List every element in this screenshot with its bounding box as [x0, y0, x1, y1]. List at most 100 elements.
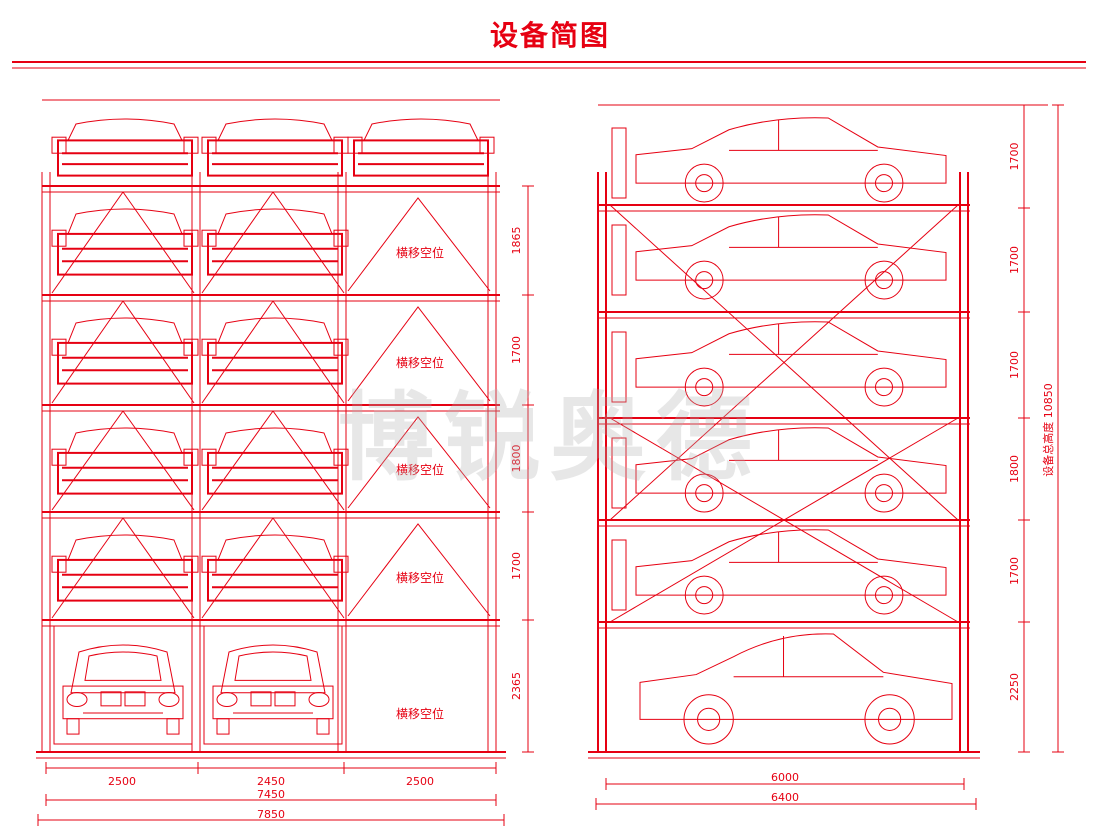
- car-motor-left: [51, 555, 67, 573]
- car-tyre-right: [166, 718, 180, 735]
- car-motor-right: [183, 229, 199, 247]
- side-total-height-label: 设备总高度 10850: [1041, 383, 1055, 477]
- car-motor-right: [333, 555, 349, 573]
- ground-bay-frame: [53, 625, 193, 745]
- front-hdim-label: 2500: [406, 775, 434, 788]
- front-car-level-1: [347, 118, 495, 177]
- lift-cable: [51, 517, 124, 619]
- car-wheel-front: [684, 163, 724, 203]
- car-body-profile: [635, 117, 947, 184]
- side-car-level-1: [635, 117, 947, 203]
- car-wheel-front: [684, 473, 724, 513]
- car-windshield: [84, 651, 162, 681]
- front-car-ground: [62, 644, 184, 735]
- car-platform: [353, 139, 489, 177]
- lift-cable: [122, 517, 195, 619]
- lift-cable: [122, 410, 195, 511]
- car-roof: [363, 118, 479, 141]
- car-tyre-left: [216, 718, 230, 735]
- car-hub-rear: [874, 484, 894, 503]
- car-headlight-left: [66, 692, 88, 708]
- car-roof: [67, 317, 183, 344]
- front-car-level-2: [51, 208, 199, 276]
- car-motor-left: [51, 136, 67, 154]
- car-hub-front: [695, 271, 714, 290]
- car-hub-rear: [874, 378, 894, 397]
- car-motor-left: [51, 229, 67, 247]
- car-hub-rear: [878, 707, 902, 731]
- car-motor-right: [183, 555, 199, 573]
- lift-cable: [272, 517, 345, 619]
- side-car-level-2: [635, 214, 947, 300]
- front-overall-width-label: 7850: [257, 808, 285, 821]
- car-hub-rear: [874, 271, 894, 290]
- car-headlight-right: [158, 692, 180, 708]
- car-motor-left: [201, 136, 217, 154]
- lift-cable: [272, 410, 345, 511]
- empty-slot-truss: [347, 416, 491, 509]
- car-roof: [67, 118, 183, 141]
- car-platform: [207, 341, 343, 385]
- car-platform: [207, 232, 343, 276]
- front-car-level-4: [201, 427, 349, 495]
- car-hub-front: [695, 174, 714, 193]
- car-roof: [217, 118, 333, 141]
- car-grille-right: [274, 691, 296, 707]
- car-motor-left: [201, 229, 217, 247]
- empty-slot-label: 横移空位: [396, 462, 444, 477]
- car-body: [212, 685, 334, 720]
- lift-cable: [201, 517, 274, 619]
- empty-slot-truss: [347, 523, 491, 617]
- car-tyre-left: [66, 718, 80, 735]
- car-motor-left: [51, 338, 67, 356]
- car-roof: [67, 427, 183, 454]
- lift-cable: [272, 191, 345, 294]
- side-lift-motor: [611, 437, 627, 509]
- car-wheel-rear: [864, 473, 904, 513]
- car-wheel-rear: [864, 694, 915, 745]
- car-motor-left: [347, 136, 363, 154]
- car-roof: [217, 534, 333, 561]
- side-vdim-label: 2250: [1008, 673, 1021, 701]
- side-vdim-label: 1800: [1008, 455, 1021, 483]
- car-wheel-front: [684, 260, 724, 300]
- car-roof: [217, 317, 333, 344]
- front-car-level-5: [201, 534, 349, 602]
- front-car-level-4: [51, 427, 199, 495]
- side-vdim-label: 1700: [1008, 246, 1021, 274]
- side-lift-motor: [611, 331, 627, 403]
- car-roof: [217, 427, 333, 454]
- empty-slot-label: 横移空位: [396, 245, 444, 260]
- car-wheel-rear: [864, 575, 904, 615]
- front-car-level-1: [201, 118, 349, 177]
- ground-bay-frame: [203, 625, 343, 745]
- car-platform: [57, 558, 193, 602]
- car-grille-left: [100, 691, 122, 707]
- lift-cable: [51, 191, 124, 294]
- front-vdim-label: 1700: [510, 336, 523, 364]
- car-body-profile: [639, 633, 953, 720]
- front-vdim-label: 1800: [510, 445, 523, 473]
- side-lift-motor: [611, 127, 627, 199]
- car-wheel-front: [684, 575, 724, 615]
- car-platform: [207, 451, 343, 495]
- car-wheel-front: [683, 694, 734, 745]
- car-motor-right: [333, 338, 349, 356]
- side-vdim-label: 1700: [1008, 351, 1021, 379]
- car-body-profile: [635, 214, 947, 281]
- side-vdim-label: 1700: [1008, 557, 1021, 585]
- empty-slot-label: 横移空位: [396, 706, 444, 721]
- car-motor-left: [201, 448, 217, 466]
- front-car-level-5: [51, 534, 199, 602]
- side-lift-motor: [611, 224, 627, 296]
- lift-cable: [201, 300, 274, 404]
- car-platform: [57, 451, 193, 495]
- side-car-ground-suv: [639, 633, 953, 745]
- side-car-level-3: [635, 321, 947, 407]
- car-tyre-right: [316, 718, 330, 735]
- car-motor-right: [183, 136, 199, 154]
- front-car-ground: [212, 644, 334, 735]
- car-grille-right: [124, 691, 146, 707]
- car-wheel-rear: [864, 163, 904, 203]
